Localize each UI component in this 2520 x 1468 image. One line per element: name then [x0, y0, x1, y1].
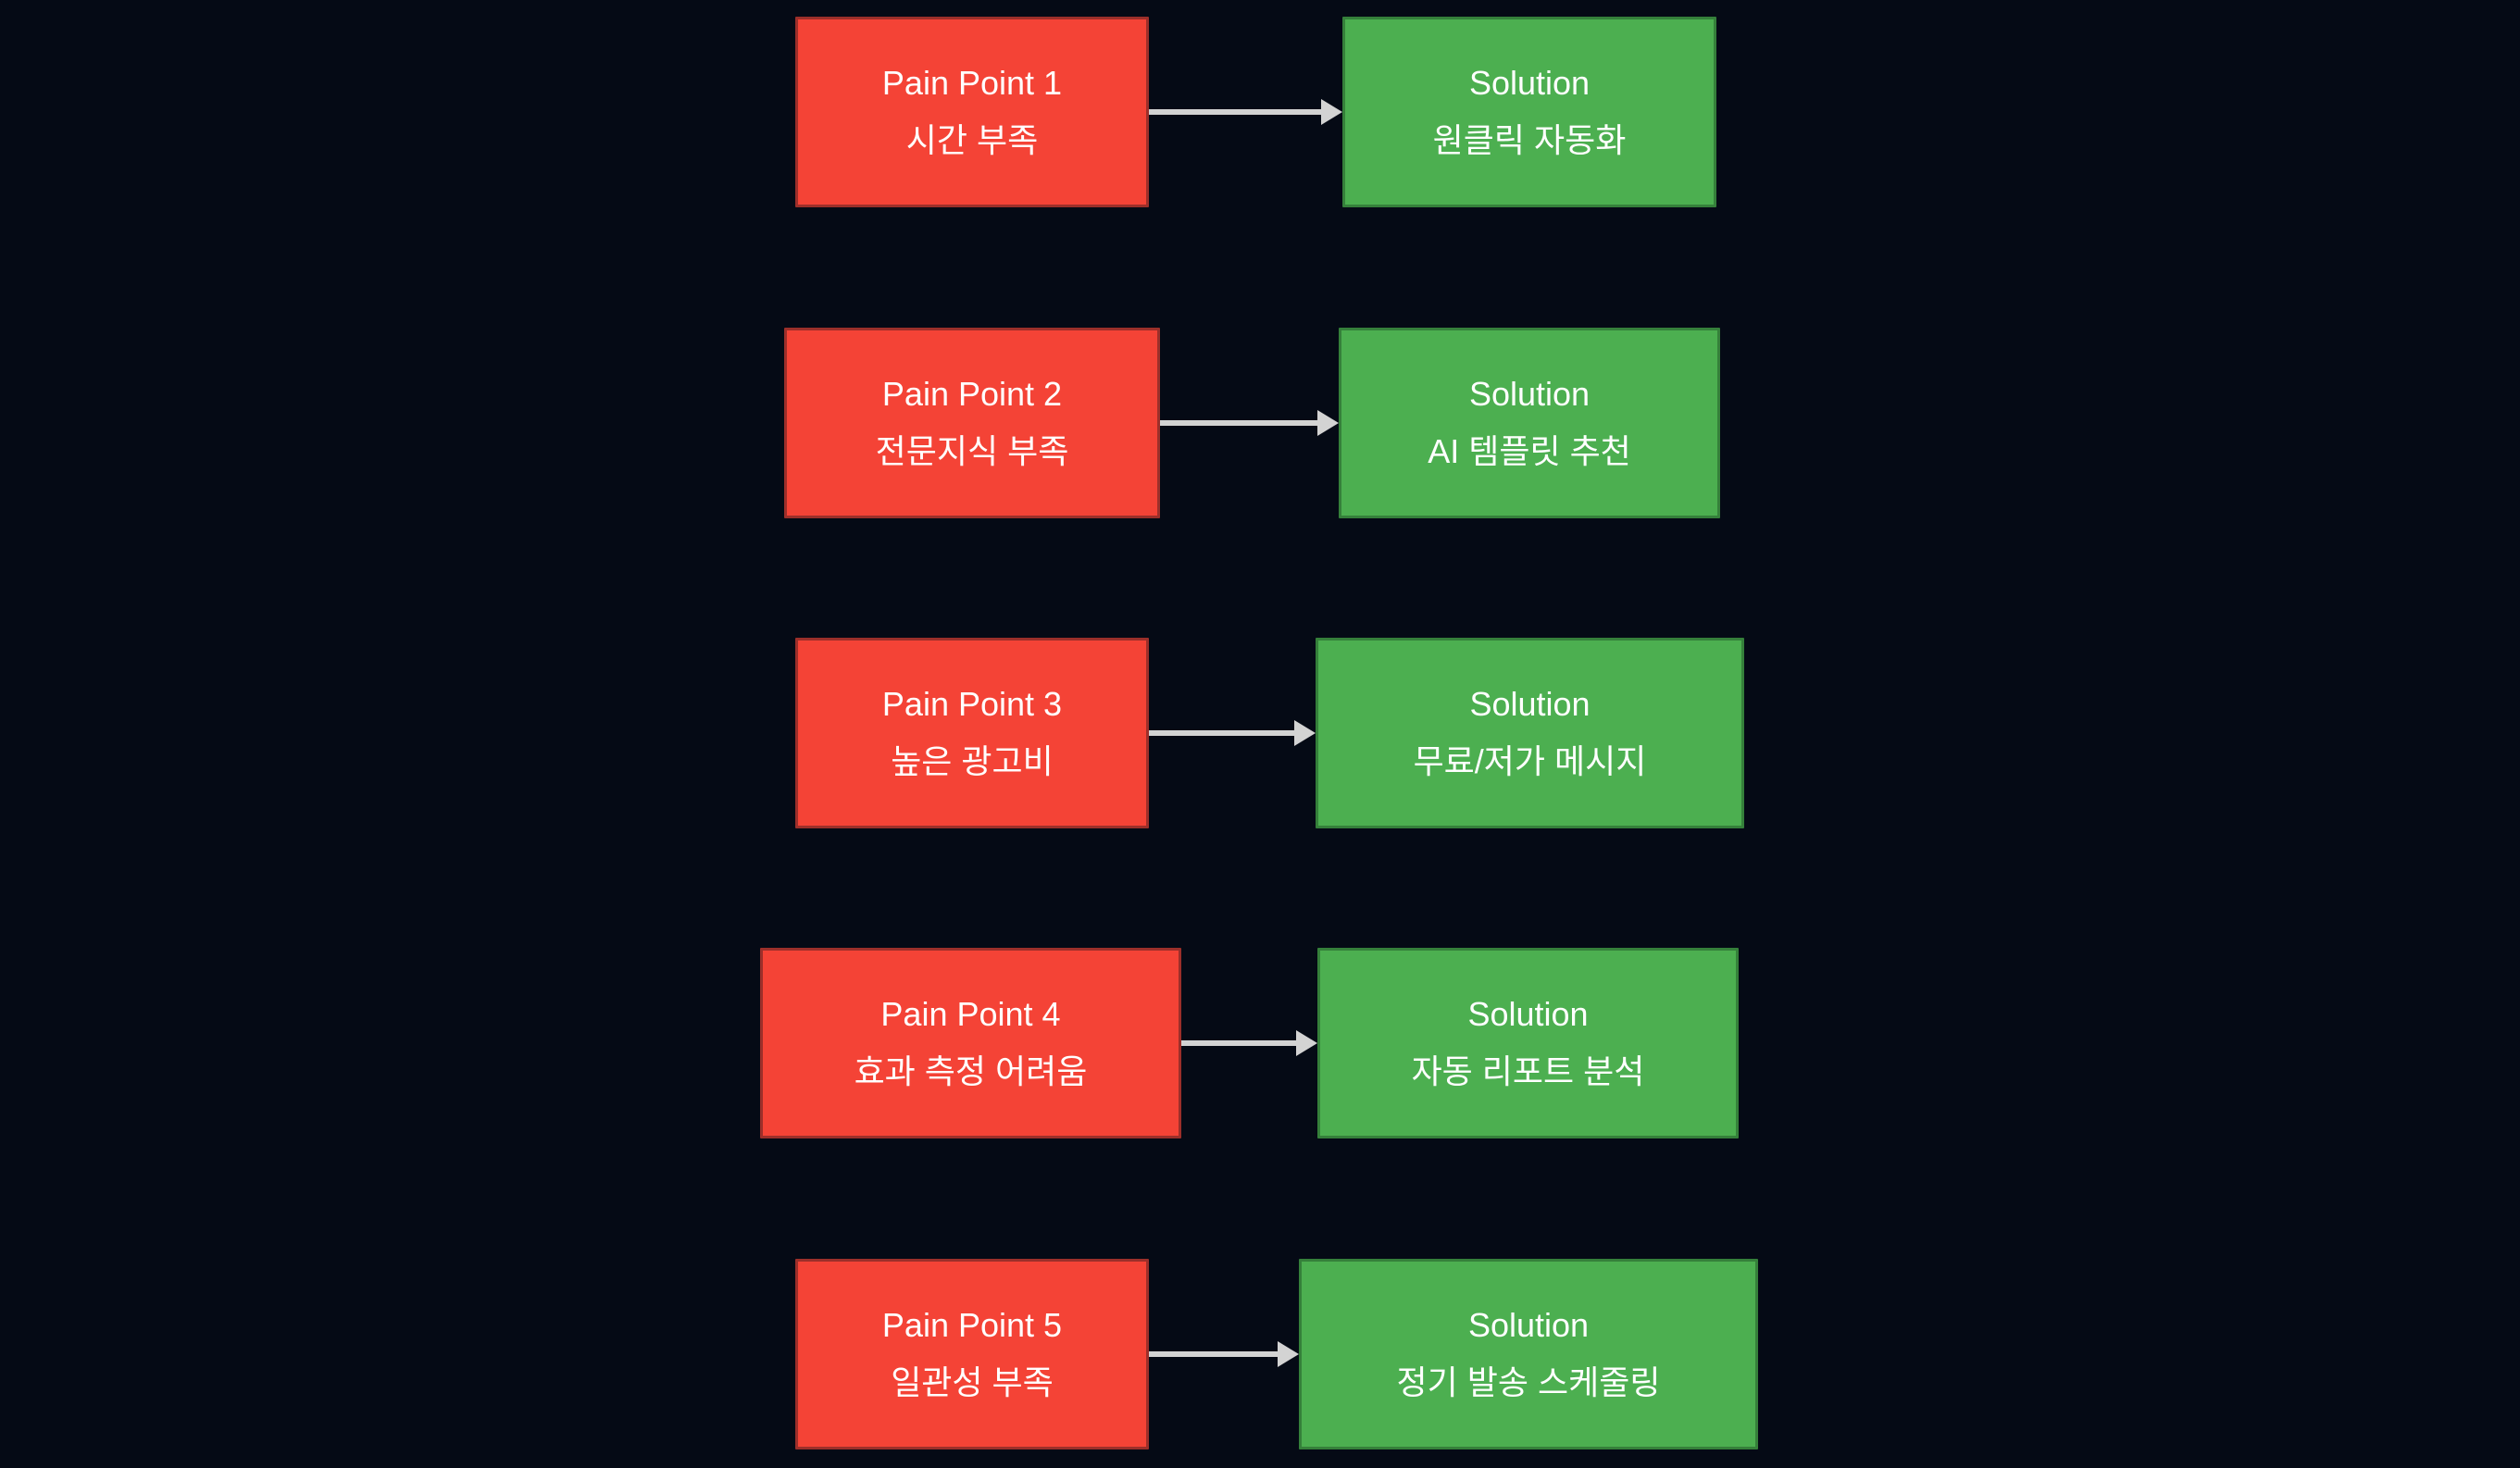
- arrow-head-icon: [1321, 99, 1342, 125]
- solution-title: Solution: [1469, 685, 1591, 723]
- pain-point-node-2: Pain Point 2 전문지식 부족: [784, 328, 1160, 518]
- pain-point-title: Pain Point 4: [880, 995, 1061, 1033]
- pain-point-label: 전문지식 부족: [875, 432, 1069, 470]
- solution-label: 정기 발송 스케줄링: [1396, 1363, 1661, 1401]
- solution-label: 원클릭 자동화: [1432, 121, 1627, 159]
- arrow-line: [1149, 1351, 1282, 1357]
- solution-node-1: Solution 원클릭 자동화: [1342, 17, 1716, 207]
- solution-node-4: Solution 자동 리포트 분석: [1317, 948, 1739, 1138]
- pain-point-node-4: Pain Point 4 효과 측정 어려움: [760, 948, 1181, 1138]
- pain-point-node-3: Pain Point 3 높은 광고비: [795, 638, 1149, 828]
- solution-title: Solution: [1468, 375, 1591, 413]
- solution-node-2: Solution AI 템플릿 추천: [1339, 328, 1720, 518]
- arrow-line: [1149, 730, 1299, 736]
- pain-point-title: Pain Point 2: [881, 375, 1063, 413]
- pain-point-node-5: Pain Point 5 일관성 부족: [795, 1259, 1149, 1449]
- pain-point-title: Pain Point 1: [881, 64, 1063, 102]
- solution-title: Solution: [1467, 1306, 1590, 1344]
- arrow-line: [1181, 1040, 1301, 1046]
- pain-point-label: 효과 측정 어려움: [854, 1052, 1088, 1090]
- pain-point-label: 일관성 부족: [891, 1363, 1054, 1401]
- solution-label: AI 템플릿 추천: [1428, 432, 1631, 470]
- solution-node-3: Solution 무료/저가 메시지: [1316, 638, 1744, 828]
- pain-point-label: 시간 부족: [905, 121, 1039, 159]
- pain-point-title: Pain Point 5: [881, 1306, 1063, 1344]
- arrow-line: [1160, 420, 1322, 426]
- solution-title: Solution: [1468, 64, 1591, 102]
- arrow-head-icon: [1296, 1030, 1317, 1056]
- pain-point-node-1: Pain Point 1 시간 부족: [795, 17, 1149, 207]
- solution-node-5: Solution 정기 발송 스케줄링: [1299, 1259, 1758, 1449]
- arrow-head-icon: [1294, 720, 1316, 746]
- arrow-line: [1149, 109, 1326, 115]
- solution-label: 자동 리포트 분석: [1411, 1052, 1645, 1090]
- arrow-head-icon: [1317, 410, 1339, 436]
- solution-label: 무료/저가 메시지: [1413, 742, 1647, 780]
- pain-point-label: 높은 광고비: [891, 742, 1054, 780]
- arrow-head-icon: [1278, 1341, 1299, 1367]
- pain-point-title: Pain Point 3: [881, 685, 1063, 723]
- solution-title: Solution: [1467, 995, 1589, 1033]
